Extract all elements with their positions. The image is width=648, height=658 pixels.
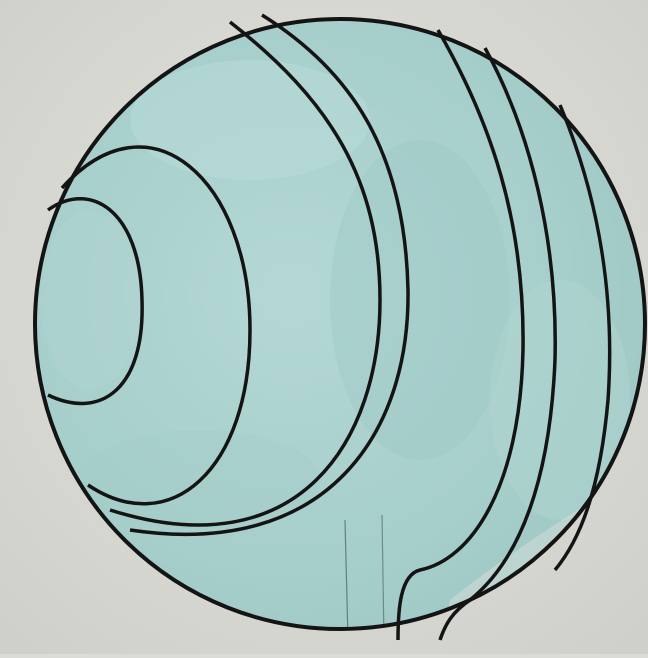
drawing-scene <box>0 0 648 654</box>
planet-drawing <box>0 0 648 654</box>
